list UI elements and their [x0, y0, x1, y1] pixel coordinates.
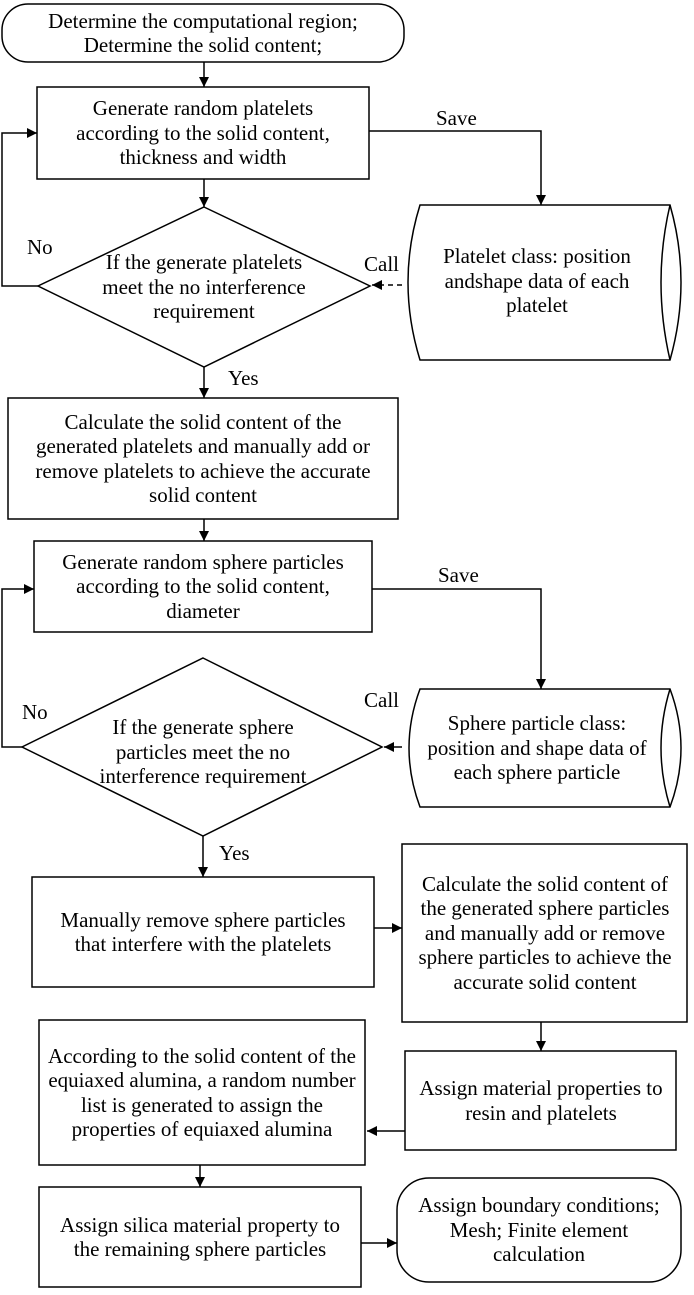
- gen-spheres-text: Generate random sphere particles accordi…: [62, 549, 344, 623]
- check-platelets-node: If the generate platelets meet the no in…: [86, 248, 322, 326]
- save-label-1: Save: [436, 106, 477, 130]
- sphere-class-text: Sphere particle class: position and shap…: [427, 711, 647, 785]
- yes-label-2: Yes: [219, 841, 250, 865]
- platelet-class-node: Platelet class: position andshape data o…: [418, 222, 656, 340]
- gen-spheres-shape: [33, 540, 373, 633]
- silica-text: Assign silica material property to the r…: [60, 1212, 340, 1262]
- calc-spheres-shape: [401, 843, 688, 1023]
- calc-platelets-text: Calculate the solid content of the gener…: [35, 409, 371, 508]
- remove-spheres-node: Manually remove sphere particles that in…: [52, 879, 354, 985]
- calc-platelets-shape: [7, 397, 399, 520]
- check-spheres-text: If the generate sphere particles meet th…: [99, 715, 307, 789]
- gen-platelets-text: Generate random platelets according to t…: [76, 96, 330, 170]
- final-node: Assign boundary conditions; Mesh; Finite…: [406, 1180, 672, 1280]
- call-label-1: Call: [364, 252, 399, 276]
- final-shape: [396, 1177, 682, 1283]
- yes-label-1: Yes: [228, 366, 259, 390]
- alumina-shape: [38, 1019, 366, 1166]
- gen-spheres-node: Generate random sphere particles accordi…: [52, 543, 354, 630]
- assign-resin-text: Assign material properties to resin and …: [419, 1076, 663, 1125]
- no-label-1: No: [27, 235, 53, 259]
- calc-spheres-node: Calculate the solid content of the gener…: [410, 846, 680, 1020]
- calc-spheres-text: Calculate the solid content of the gener…: [418, 871, 672, 994]
- save-label-2: Save: [438, 563, 479, 587]
- calc-platelets-node: Calculate the solid content of the gener…: [24, 400, 382, 517]
- sphere-class-node: Sphere particle class: position and shap…: [416, 692, 658, 804]
- start-shape: [1, 3, 405, 63]
- no-label-2: No: [22, 700, 48, 724]
- check-spheres-node: If the generate sphere particles meet th…: [88, 700, 318, 804]
- call-label-2: Call: [364, 688, 399, 712]
- silica-node: Assign silica material property to the r…: [60, 1189, 340, 1285]
- gen-platelets-node: Generate random platelets according to t…: [52, 89, 354, 177]
- final-text: Assign boundary conditions; Mesh; Finite…: [418, 1193, 660, 1267]
- start-text: Determine the computational region; Dete…: [48, 8, 358, 58]
- assign-resin-node: Assign material properties to resin and …: [410, 1053, 672, 1148]
- remove-spheres-text: Manually remove sphere particles that in…: [60, 907, 346, 957]
- platelet-class-text: Platelet class: position andshape data o…: [443, 244, 631, 318]
- check-platelets-text: If the generate platelets meet the no in…: [102, 250, 306, 324]
- alumina-text: According to the solid content of the eq…: [48, 1043, 356, 1142]
- alumina-node: According to the solid content of the eq…: [42, 1022, 362, 1163]
- start-node: Determine the computational region; Dete…: [12, 6, 394, 60]
